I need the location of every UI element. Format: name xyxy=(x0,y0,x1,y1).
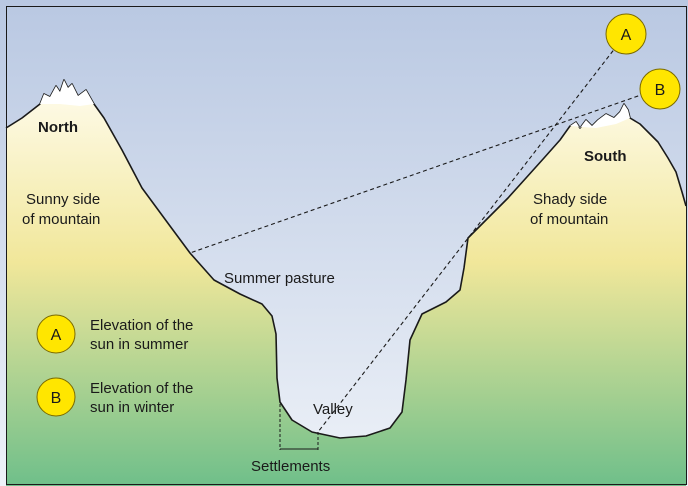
south-label: South xyxy=(584,148,627,165)
legend-a-letter: A xyxy=(51,327,62,344)
legend-item-b: B Elevation of the sun in winter xyxy=(36,377,193,417)
settlements-label: Settlements xyxy=(251,458,330,475)
legend-sun-b-icon xyxy=(36,377,76,417)
sun-b: B xyxy=(639,68,681,110)
terrain-land xyxy=(6,80,686,486)
sunny-side-label-line2: of mountain xyxy=(22,211,100,228)
legend-sun-a-icon xyxy=(36,314,76,354)
winter-sun-ray xyxy=(189,88,659,254)
frame-border xyxy=(6,6,687,485)
legend-b-text-line2: sun in winter xyxy=(90,399,174,416)
shady-side-label-line2: of mountain xyxy=(530,211,608,228)
summer-pasture-label: Summer pasture xyxy=(224,270,335,287)
sunny-side-label-line1: Sunny side xyxy=(26,191,100,208)
sun-a: A xyxy=(605,13,647,55)
legend-b-text-line1: Elevation of the xyxy=(90,380,193,397)
settlements-bracket xyxy=(279,404,319,450)
legend-a-text-line2: sun in summer xyxy=(90,336,188,353)
sun-b-letter: B xyxy=(655,82,666,99)
valley-label: Valley xyxy=(313,401,353,418)
north-peak-snow xyxy=(40,80,94,106)
sun-a-letter: A xyxy=(621,27,632,44)
north-label: North xyxy=(38,119,78,136)
legend-a-text-line1: Elevation of the xyxy=(90,317,193,334)
shady-side-label-line1: Shady side xyxy=(533,191,607,208)
south-peak-snow xyxy=(570,104,630,128)
legend-b-letter: B xyxy=(51,390,62,407)
legend-item-a: A Elevation of the sun in summer xyxy=(36,314,193,354)
